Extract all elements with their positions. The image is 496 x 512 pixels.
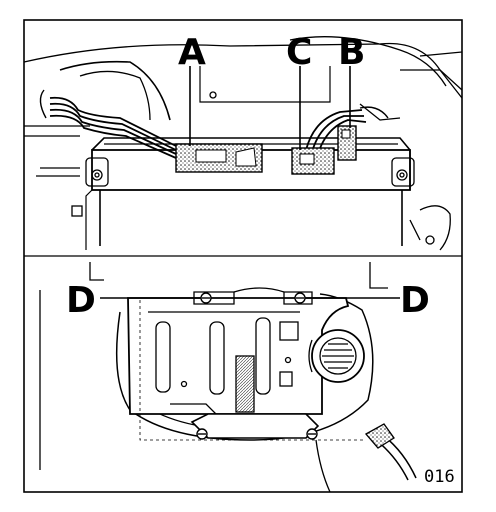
connector-b bbox=[337, 125, 357, 161]
leader-lines-top bbox=[189, 66, 351, 150]
screw-d-right bbox=[294, 292, 306, 304]
callout-c: C bbox=[286, 32, 312, 73]
callout-d-right: D bbox=[400, 280, 430, 321]
callout-d-left: D bbox=[66, 280, 96, 321]
connector-a bbox=[175, 143, 263, 173]
screw-d-left bbox=[200, 292, 212, 304]
screw-bottom-left bbox=[196, 428, 208, 440]
bottom-panel bbox=[39, 262, 417, 493]
figure-number: 016 bbox=[424, 467, 455, 487]
screw-bottom-right bbox=[306, 428, 318, 440]
connector-c bbox=[291, 147, 335, 175]
callout-b: B bbox=[338, 32, 365, 73]
callout-a: A bbox=[178, 32, 206, 73]
